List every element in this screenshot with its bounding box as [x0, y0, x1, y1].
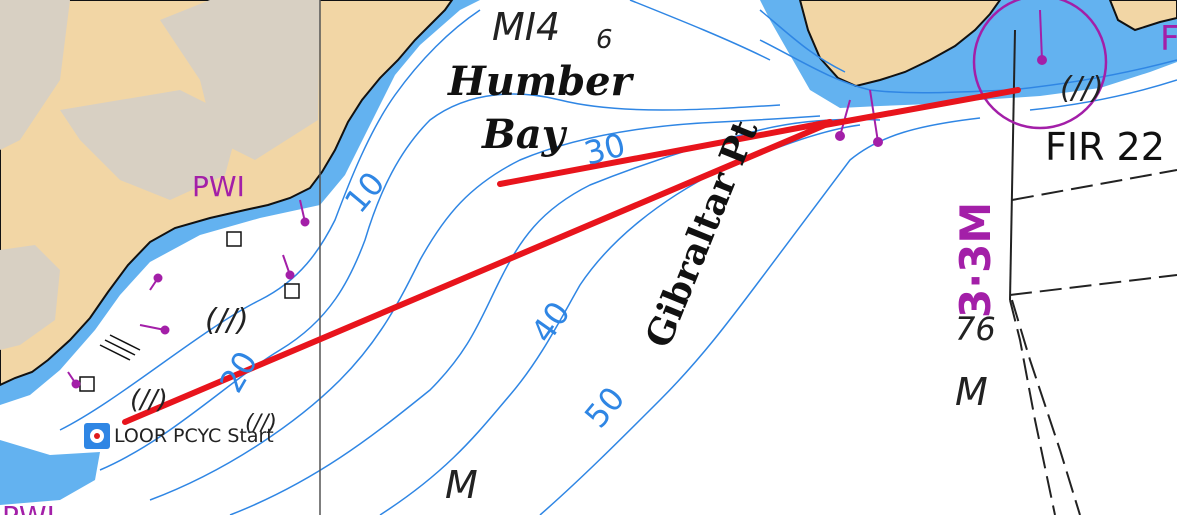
depth-label-20: 20	[212, 345, 265, 399]
light-code-label: FIR 22	[1045, 125, 1165, 169]
built-up-area	[160, 0, 320, 160]
sounding-label: 76	[955, 310, 996, 348]
wreck-label-4: (//)	[245, 411, 277, 436]
depth-label-50: 50	[577, 380, 632, 436]
place-name-bay-line2: Bay	[481, 111, 568, 158]
light-range-label: 3·3M	[951, 202, 1000, 318]
land-west	[0, 0, 454, 387]
waypoint-marker-icon[interactable]	[84, 423, 110, 449]
place-name-bay-line1: Humber	[447, 58, 635, 105]
route-start-label: LOOR PCYC Start	[114, 425, 274, 447]
built-up-area	[0, 245, 60, 350]
beacon-symbols	[67, 9, 1047, 389]
built-up-area	[0, 0, 70, 150]
light-range-circle	[972, 0, 1108, 130]
land-island-east	[1108, 0, 1177, 32]
place-name-point: Gibraltar Pt	[637, 114, 766, 353]
wreck-label-3: (//)	[130, 385, 168, 415]
pwi-label-top: PWI	[192, 170, 245, 203]
built-up-area	[60, 90, 240, 200]
boundary-lines	[1009, 29, 1177, 515]
route-branch-line[interactable]	[497, 119, 833, 187]
piers	[99, 334, 141, 361]
letter-f-label: F	[1160, 19, 1177, 59]
wreck-label-1: (//)	[205, 303, 249, 338]
pier-markers	[79, 231, 300, 392]
shallow-water-south	[0, 440, 100, 505]
mud-label-1: M	[955, 370, 988, 414]
mud-label-2: M	[445, 463, 478, 507]
route-start-waypoint[interactable]: LOOR PCYC Start	[84, 422, 274, 450]
chart-ref-label: MI4	[492, 5, 560, 49]
pwi-label-bottom: PWI	[2, 500, 55, 515]
chart-ref-subscript: 6	[596, 25, 613, 55]
wreck-label-2: (//)	[1060, 71, 1104, 106]
